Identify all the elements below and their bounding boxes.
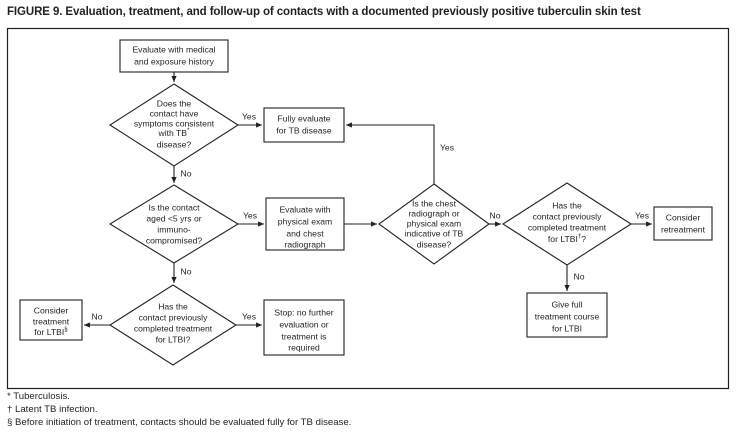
node-symptoms-line1: Does the [157,98,192,108]
node-physical-exam-line3: and chest [286,228,324,238]
node-prior-bottom-line2: contact previously [139,312,208,322]
node-radiograph-decision: Is the chest radiograph or physical exam… [378,183,490,265]
node-evaluate-history-line2: and exposure history [134,56,214,66]
footnote-mark: † [7,403,13,415]
node-age-line1: Is the contact [148,202,200,212]
node-prior-bottom-line1: Has the [158,301,188,311]
node-physical-exam-line4: radiograph [284,239,325,249]
node-symptoms-decision: Does the contact have symptoms consisten… [108,83,240,167]
node-prior-bottom-line4: for LTBI? [156,334,191,344]
edge-label-age-yes: Yes [243,210,257,220]
node-stop-line1: Stop: no further [274,307,333,317]
node-radiograph-line1: Is the chest [412,198,457,208]
node-age-line2: aged <5 yrs or [146,213,201,223]
edge-label-symptoms-yes: Yes [242,111,256,121]
node-prior-treatment-bottom: Has the contact previously completed tre… [108,284,238,366]
edge-radiograph-yes [346,122,435,184]
footnote-item: † Latent TB infection. [7,404,731,417]
node-fully-evaluate-line2: for TB disease [276,125,331,135]
node-consider-treatment: Consider treatment for LTBI§ [19,299,83,341]
edge-label-prior-bottom-no: No [92,311,103,321]
edge-label-prior-right-yes: Yes [635,210,649,220]
node-prior-right-line3: completed treatment [528,222,607,232]
footnotes-block: * Tuberculosis. † Latent TB infection. §… [7,391,731,429]
node-consider-treatment-line3: for LTBI§ [34,326,68,337]
node-prior-right-line2: contact previously [533,211,602,221]
footnote-item: § Before initiation of treatment, contac… [7,417,731,430]
node-symptoms-line2: contact have [150,108,199,118]
node-symptoms-line5: disease? [157,139,192,149]
node-age-line4: compromised? [146,235,203,245]
node-prior-right-line1: Has the [552,200,582,210]
node-consider-treatment-line2: treatment [33,316,70,326]
edge-label-prior-bottom-yes: Yes [242,311,256,321]
node-radiograph-line4: indicative of TB [405,228,464,238]
figure-title: FIGURE 9. Evaluation, treatment, and fol… [7,6,641,18]
node-give-full-treatment-line1: Give full [551,299,582,309]
edge-label-age-no: No [181,266,192,276]
footnote-mark: § [7,416,13,428]
node-give-full-treatment-line2: treatment course [535,311,600,321]
node-stop-line2: evaluation or [279,319,328,329]
node-prior-treatment-right: Has the contact previously completed tre… [501,182,633,266]
node-radiograph-line5: disease? [417,239,452,249]
node-physical-exam-line2: physical exam [278,216,332,226]
node-radiograph-line2: radiograph or [408,208,459,218]
footnote-text: Tuberculosis. [13,391,70,402]
footnote-text: Before initiation of treatment, contacts… [15,416,352,428]
node-consider-retreatment: Consider retreatment [653,206,713,241]
footnote-item: * Tuberculosis. [7,391,731,404]
node-consider-retreatment-line1: Consider [666,212,701,222]
node-age-line3: immuno- [157,224,191,234]
figure-frame [6,27,730,390]
node-give-full-treatment-line3: for LTBI [552,323,582,333]
node-prior-right-line4: for LTBI†? [548,233,586,244]
node-symptoms-line3: symptoms consistent [134,118,215,128]
node-physical-exam: Evaluate with physical exam and chest ra… [265,197,345,251]
edge-label-radiograph-no: No [490,210,501,220]
node-evaluate-history-line1: Evaluate with medical [132,44,215,54]
node-physical-exam-line1: Evaluate with [279,204,330,214]
node-fully-evaluate-line1: Fully evaluate [277,113,330,123]
node-age-decision: Is the contact aged <5 yrs or immuno- co… [108,184,240,264]
node-give-full-treatment: Give full treatment course for LTBI [526,292,608,338]
node-fully-evaluate: Fully evaluate for TB disease [263,107,345,143]
node-radiograph-line3: physical exam [407,218,461,228]
node-symptoms-line4: with TB* [158,127,191,138]
edge-label-radiograph-yes: Yes [440,142,454,152]
node-stop-line3: treatment is [282,331,327,341]
node-consider-retreatment-line2: retreatment [661,224,706,234]
node-consider-treatment-line1: Consider [34,305,69,315]
edge-label-symptoms-no: No [181,168,192,178]
node-prior-bottom-line3: completed treatment [134,323,213,333]
node-stop-no-further: Stop: no further evaluation or treatment… [263,299,345,356]
node-evaluate-history: Evaluate with medical and exposure histo… [119,39,229,73]
footnote-mark: * [7,391,11,402]
edge-label-prior-right-no: No [574,271,585,281]
footnote-text: Latent TB infection. [15,403,98,415]
node-stop-line4: required [288,342,320,352]
